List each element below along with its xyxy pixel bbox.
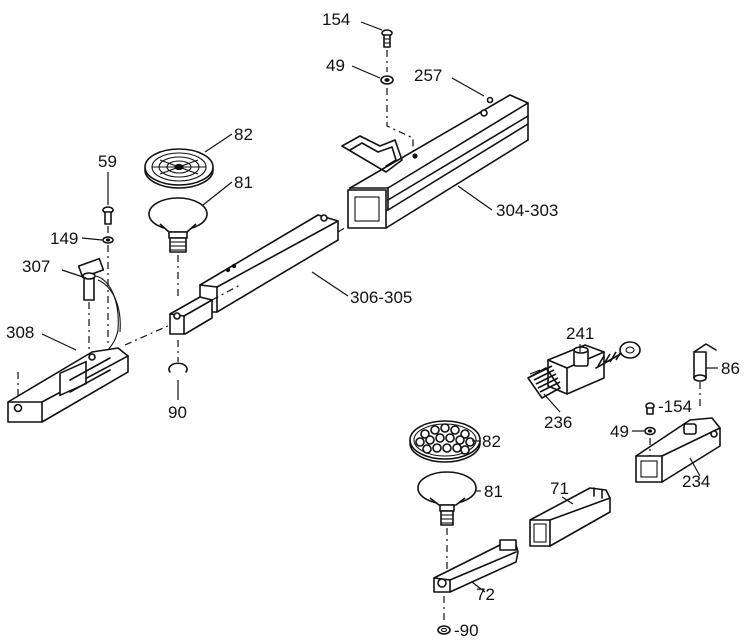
clip-ring-90-left (168, 362, 188, 373)
label-49-top: 49 (326, 56, 345, 75)
label-306-305: 306-305 (350, 288, 412, 307)
base-arm-308 (7, 347, 129, 423)
label-257: 257 (414, 66, 442, 85)
foot-81-bottom (417, 471, 477, 526)
screw-154-right (645, 402, 655, 415)
label-86: 86 (721, 359, 740, 378)
clamp-241 (547, 344, 605, 395)
pin-307 (77, 257, 121, 351)
label-241: 241 (566, 324, 594, 343)
leader-lines (41, 21, 718, 593)
label-82-bottom: 82 (482, 432, 501, 451)
label-49-right: 49 (610, 422, 629, 441)
label-59: 59 (98, 152, 117, 171)
label-90-bottom: -90 (454, 621, 479, 640)
label-307: 307 (22, 257, 50, 276)
label-149: 149 (50, 229, 78, 248)
label-154-top: 154 (322, 10, 350, 29)
label-308: 308 (6, 323, 34, 342)
washer-49-top (380, 75, 394, 85)
arm-72 (433, 539, 519, 593)
washer-149 (102, 236, 114, 244)
label-236: 236 (544, 413, 572, 432)
pin-86 (693, 343, 717, 382)
main-arm-304-303 (341, 94, 529, 229)
clip-ring-90-bottom (437, 625, 451, 635)
threaded-rod-241 (595, 341, 641, 369)
tube-71 (529, 487, 611, 547)
foot-81-top (148, 197, 208, 253)
label-72: 72 (476, 585, 495, 604)
label-154-right: -154 (658, 397, 692, 416)
label-304-303: 304-303 (496, 201, 558, 220)
label-82-top: 82 (234, 125, 253, 144)
pad-82-top (144, 148, 214, 189)
label-81-top: 81 (234, 173, 253, 192)
pad-82-bottom (409, 420, 481, 463)
label-81-bottom: 81 (484, 482, 503, 501)
label-90-left: 90 (168, 403, 187, 422)
screw-236 (527, 365, 561, 399)
screw-154-top (381, 29, 393, 48)
bracket-234 (635, 417, 721, 483)
screw-59 (102, 206, 114, 225)
part-labels: 154 49 257 304-303 82 81 59 149 307 306-… (6, 10, 740, 640)
extension-arm-306-305 (169, 214, 339, 335)
label-234: 234 (682, 472, 710, 491)
washer-49-right (644, 426, 656, 436)
label-71: 71 (550, 479, 569, 498)
